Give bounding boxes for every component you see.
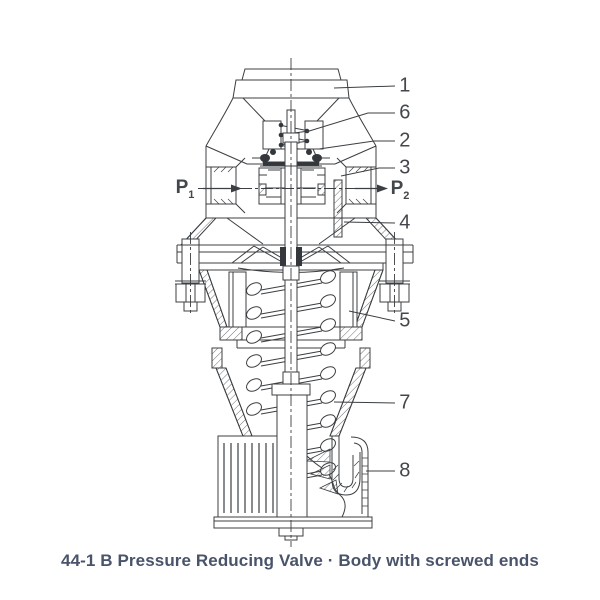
figure-caption: 44-1 B Pressure Reducing Valve · Body wi… (61, 551, 539, 570)
leader-2 (318, 140, 395, 150)
leader-7 (333, 401, 396, 404)
part-label-4: 4 (399, 211, 411, 234)
spring-cap (205, 68, 377, 147)
packing-seal (312, 154, 322, 162)
part-label-3: 3 (399, 156, 411, 179)
part-label-6: 6 (399, 101, 411, 124)
part-label-8: 8 (399, 459, 411, 482)
knob-sleeve-outer (331, 436, 361, 496)
leader-lines (305, 85, 396, 472)
inlet-port (206, 157, 246, 214)
flow-arrows (203, 184, 388, 193)
knob-sleeve-inner (338, 436, 354, 488)
outlet-passage-wall (333, 179, 343, 238)
stem-clamp (296, 247, 302, 266)
part-label-1: 1 (399, 74, 411, 97)
leader-6 (305, 112, 395, 133)
part-label-2: 2 (399, 129, 411, 152)
leader-3 (340, 167, 395, 177)
stem-clamp (280, 247, 286, 266)
spring-chamber (198, 269, 384, 437)
chamber-liner (339, 271, 358, 328)
knob-section (305, 436, 361, 496)
leader-4 (343, 221, 396, 224)
leader-1 (333, 85, 396, 89)
inlet-pressure-label: P1 (175, 177, 195, 201)
part-label-5: 5 (399, 309, 411, 332)
outlet-pressure-label: P2 (390, 178, 410, 202)
knob-base (213, 516, 373, 541)
packing-seal (260, 154, 270, 162)
part-label-7: 7 (399, 391, 411, 414)
outlet-port (336, 157, 376, 214)
leader-5 (348, 310, 396, 322)
